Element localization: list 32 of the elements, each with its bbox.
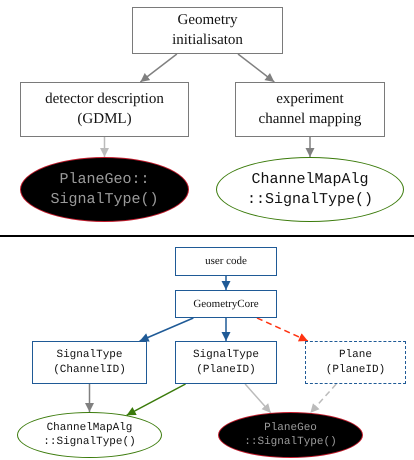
process-box	[175, 290, 277, 318]
node-label: PlaneGeo:: SignalType()	[49, 170, 160, 209]
node-label: ChannelMapAlg ::SignalType()	[246, 170, 374, 209]
process-box	[235, 82, 385, 137]
node-label: ChannelMapAlg ::SignalType()	[42, 420, 137, 450]
arrow	[140, 53, 178, 83]
node-label: GeometryCore	[192, 296, 260, 312]
arrow	[126, 383, 186, 416]
arrow	[100, 137, 109, 157]
node-label: SignalType (ChannelID)	[52, 348, 127, 377]
node-label: SignalType (PlaneID)	[192, 348, 260, 377]
arrow	[310, 384, 337, 414]
arrow	[85, 384, 94, 412]
arrow	[222, 318, 230, 341]
process-box	[20, 82, 189, 137]
node-label: Plane (PlaneID)	[326, 348, 386, 377]
node-label: Geometry initialisaton	[171, 11, 244, 50]
process-box	[132, 7, 283, 54]
process-box	[175, 341, 277, 384]
process-box	[305, 341, 406, 384]
process-box	[32, 341, 147, 384]
arrow	[244, 384, 272, 414]
node-label: PlaneGeo ::SignalType()	[243, 420, 338, 450]
node-label: detector description (GDML)	[44, 90, 165, 128]
arrow	[139, 317, 194, 342]
node-label: experiment channel mapping	[258, 90, 362, 128]
arrow	[256, 317, 308, 342]
arrow	[306, 137, 314, 157]
arrow	[238, 53, 275, 83]
process-box	[175, 247, 277, 276]
node-label: user code	[204, 254, 248, 269]
arrow	[222, 276, 230, 290]
